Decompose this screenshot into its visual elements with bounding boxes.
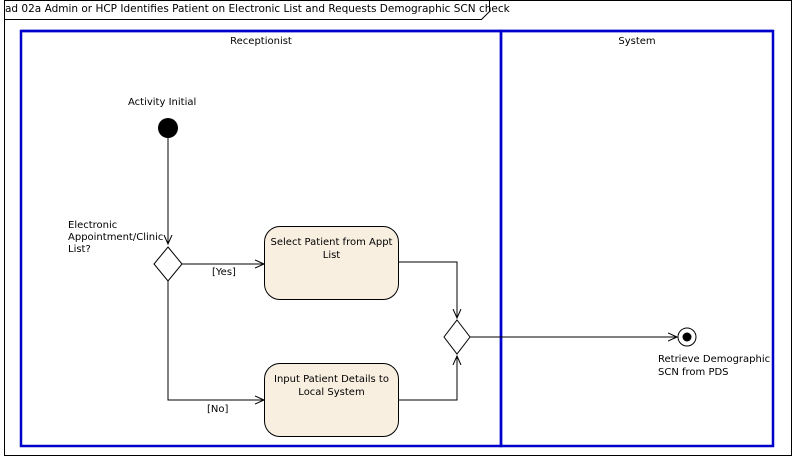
frame-title: ad 02a Admin or HCP Identifies Patient o… (5, 3, 510, 15)
decision-label: Electronic Appointment/Clinic List? (68, 220, 163, 256)
final-node-label: Retrieve Demographic SCN from PDS (658, 353, 770, 379)
final-label-line2: SCN from PDS (658, 367, 729, 378)
action-select-line2: List (322, 250, 341, 261)
decision-label-line1: Electronic (68, 220, 118, 231)
lane-system (499, 29, 775, 448)
action-input-patient: Input Patient Details to Local System (264, 363, 399, 437)
merge-node (443, 319, 471, 355)
guard-no: [No] (207, 404, 229, 415)
initial-node (158, 118, 178, 138)
flow-no (167, 281, 264, 400)
decision-label-line2: Appointment/Clinic (68, 232, 164, 243)
flow-input-to-merge (399, 356, 457, 401)
diagram-frame (4, 0, 792, 456)
frame-title-tab (4, 0, 490, 20)
lane-label-system: System (618, 36, 656, 47)
lane-label-receptionist: Receptionist (230, 36, 292, 47)
action-select-line1: Select Patient from Appt (270, 237, 393, 248)
flow-select-to-merge (399, 261, 457, 318)
action-input-line2: Local System (298, 387, 365, 398)
action-input-line1: Input Patient Details to (274, 374, 389, 385)
decision-label-line3: List? (68, 244, 91, 255)
action-select-patient: Select Patient from Appt List (264, 226, 399, 300)
activity-final-dot (682, 332, 692, 342)
guard-yes: [Yes] (212, 267, 236, 278)
final-label-line1: Retrieve Demographic (658, 354, 771, 365)
initial-node-label: Activity Initial (128, 97, 197, 108)
